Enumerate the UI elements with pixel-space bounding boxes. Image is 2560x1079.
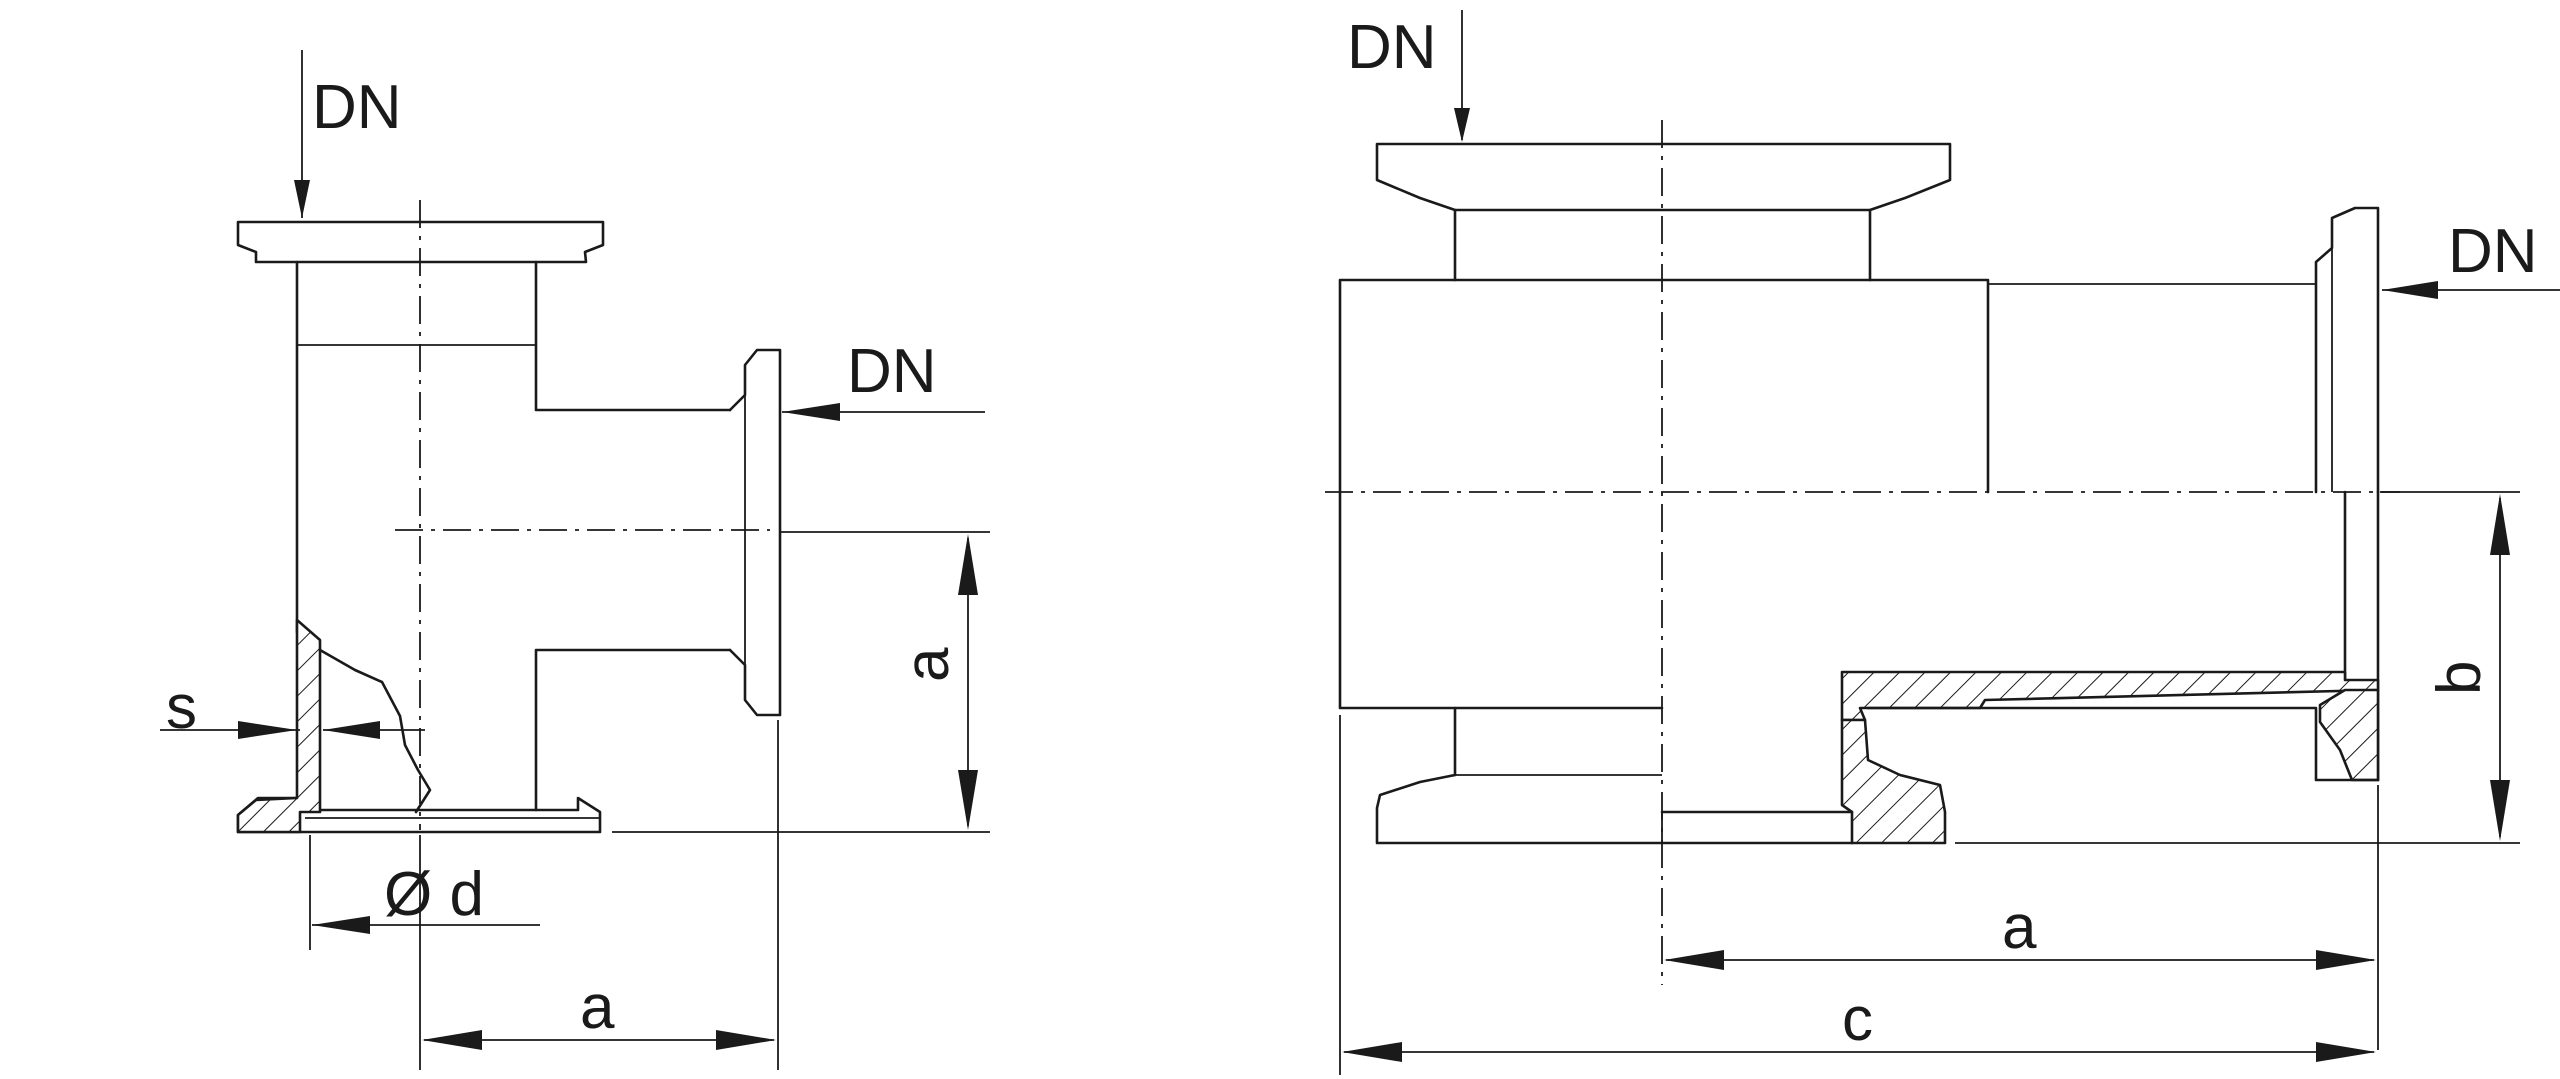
left-section-hatch bbox=[236, 618, 322, 834]
right-b-arrow-top bbox=[2490, 494, 2510, 555]
right-a-arrow-right bbox=[2316, 950, 2376, 970]
right-lower-inner-profile bbox=[1866, 706, 2380, 782]
left-side-flange bbox=[728, 348, 782, 717]
left-main-body bbox=[295, 260, 732, 812]
left-a-vertical-arrow-top bbox=[958, 534, 978, 595]
left-dn-side-arrow bbox=[782, 403, 840, 421]
left-s-label: s bbox=[166, 673, 197, 742]
right-bottom-flange bbox=[1375, 773, 1854, 845]
right-tee-view bbox=[1325, 10, 2560, 1075]
right-a-label: a bbox=[2002, 893, 2037, 962]
left-a-vertical-arrow-bottom bbox=[958, 770, 978, 830]
left-s-arrow-right bbox=[323, 721, 380, 739]
left-a-horizontal-label: a bbox=[580, 973, 615, 1042]
left-top-flange bbox=[236, 220, 605, 264]
right-dn-top-label: DN bbox=[1347, 13, 1437, 82]
right-c-label: c bbox=[1842, 985, 1873, 1054]
right-section-hatch-top bbox=[1840, 670, 2380, 722]
left-a-horizontal-arrow-right bbox=[716, 1030, 776, 1050]
right-dn-side-arrow bbox=[2382, 281, 2438, 299]
right-b-arrow-bottom bbox=[2490, 780, 2510, 841]
left-d-arrow bbox=[312, 916, 370, 934]
right-section-hatch-right bbox=[2318, 688, 2380, 782]
right-main-body bbox=[1338, 278, 1990, 710]
right-c-arrow-left bbox=[1342, 1042, 1402, 1062]
right-section-hatch-left bbox=[1840, 718, 1947, 845]
left-dn-top-arrow bbox=[294, 180, 310, 218]
left-a-horizontal-arrow-left bbox=[422, 1030, 482, 1050]
left-a-vertical-label: a bbox=[893, 647, 962, 682]
left-tee-view bbox=[160, 50, 990, 1070]
left-dn-top-label: DN bbox=[312, 73, 402, 142]
right-side-flange bbox=[2314, 206, 2380, 494]
right-top-flange bbox=[1375, 142, 1952, 212]
left-dn-side-label: DN bbox=[847, 337, 937, 406]
right-b-label: b bbox=[2425, 661, 2494, 695]
left-d-label: Ø d bbox=[384, 860, 484, 929]
left-s-arrow-left bbox=[238, 721, 297, 739]
right-c-arrow-right bbox=[2316, 1042, 2376, 1062]
right-dn-side-label: DN bbox=[2448, 217, 2538, 286]
right-dn-top-arrow bbox=[1454, 108, 1470, 142]
right-a-arrow-left bbox=[1664, 950, 1724, 970]
